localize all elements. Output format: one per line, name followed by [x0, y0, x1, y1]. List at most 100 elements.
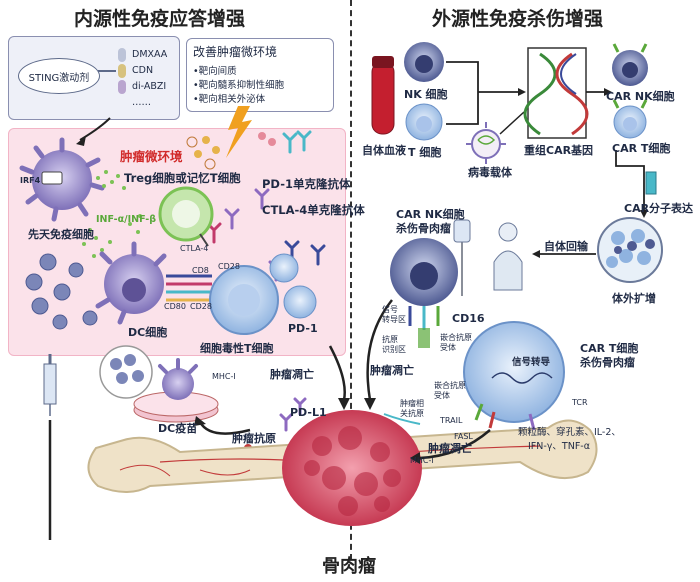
arrowhead	[518, 88, 526, 96]
gene-label: 重组CAR基因	[524, 144, 594, 157]
drug-more: ……	[132, 97, 151, 108]
section-divider	[350, 0, 352, 560]
pdl1-label: PD-L1	[290, 406, 327, 419]
signal-region-label-2: 转导区	[382, 315, 406, 324]
cd80-label: CD80	[164, 302, 186, 311]
blood-tube	[371, 56, 395, 135]
reinfusion-label: 自体回输	[544, 240, 588, 253]
ctla4-antibody-label: CTLA-4单克隆抗体	[262, 203, 365, 217]
connector-cells	[446, 61, 518, 125]
innate-immune-cell	[19, 137, 105, 222]
arrow-nk-to-tumor	[366, 299, 393, 401]
dc-cell-label: DC细胞	[128, 326, 168, 339]
lightning-icon	[226, 106, 252, 158]
pd1-label: PD-1	[288, 322, 318, 335]
arrowhead	[76, 136, 86, 146]
cd16-label: CD16	[452, 312, 485, 325]
arrowhead	[532, 250, 540, 258]
arrowhead	[604, 88, 612, 96]
capsule-icon	[118, 80, 126, 94]
cd28-label-bottom: CD28	[190, 302, 212, 311]
arrowhead	[338, 398, 350, 410]
small-t-cells	[269, 253, 317, 319]
trail-label: TRAIL	[440, 416, 463, 425]
arrow-left-apoptosis	[328, 345, 346, 401]
arrowhead	[364, 398, 376, 410]
capsule-icon	[118, 48, 126, 62]
dc-cell	[95, 241, 167, 325]
interferon-dots	[82, 170, 142, 258]
left-section-title: 内源性免疫应答增强	[74, 8, 246, 30]
exosome-particles	[186, 132, 276, 170]
treg-label: Treg细胞或记忆T细胞	[124, 171, 241, 185]
signal-transduction-label: 信号转导	[512, 357, 551, 368]
irf4-label: IRF4	[20, 176, 41, 185]
mhc-label-right: MHC-I	[410, 456, 434, 465]
improve-tme-box: 改善肿瘤微环境 •靶向间质 •靶向髓系抑制性细胞 •靶向相关外泌体	[186, 38, 334, 112]
arrow-sting-to-innate	[79, 117, 111, 141]
car-t-kill-label-2: 杀伤骨肉瘤	[580, 356, 635, 369]
car-t-kill-label-1: CAR T细胞	[580, 342, 639, 355]
pd1-antibody-label: PD-1单克隆抗体	[262, 177, 351, 191]
virus-label: 病毒载体	[468, 166, 512, 179]
car-t-cell	[612, 99, 648, 139]
signal-region-label-1: 信号	[382, 305, 398, 314]
arrowhead	[410, 452, 420, 464]
apoptosis-label-right-2: 肿瘤凋亡	[428, 442, 472, 455]
right-section-title: 外源性免疫杀伤增强	[432, 8, 604, 30]
capsule-icon	[118, 64, 126, 78]
receptor-bars	[166, 274, 212, 302]
sting-connector	[98, 70, 116, 72]
tme-title: 肿瘤微环境	[120, 149, 183, 164]
chimeric2-label-1: 嵌合抗原	[434, 381, 466, 390]
viral-vector-icon	[466, 122, 506, 164]
sting-agonist-label: STING激动剂	[18, 58, 100, 94]
osteosarcoma-tumor	[282, 410, 422, 526]
car-nk-kill-label-1: CAR NK细胞	[396, 208, 465, 221]
cd8-label: CD8	[192, 266, 209, 275]
dc-vaccine-label: DC疫苗	[158, 422, 198, 435]
expansion-dish	[597, 217, 663, 283]
tumor-cells-left	[25, 253, 98, 330]
car-expression-label: CAR分子表达	[624, 202, 694, 215]
apoptosis-label-left: 肿瘤凋亡	[270, 368, 314, 381]
dc-vaccine-dish	[133, 358, 219, 423]
fasl-label: FASL	[454, 432, 473, 441]
blood-label: 自体血液	[362, 144, 406, 157]
dna-icon	[523, 47, 589, 139]
car-molecule-icon	[645, 171, 657, 195]
improve-item: •靶向髓系抑制性细胞	[193, 80, 285, 91]
improve-item: •靶向相关外泌体	[193, 94, 266, 105]
expansion-label: 体外扩增	[612, 292, 656, 305]
pdl1-antibodies	[279, 397, 307, 432]
improve-tme-title: 改善肿瘤微环境	[193, 45, 278, 59]
osteosarcoma-title: 骨肉瘤	[322, 556, 376, 577]
cytokines-label-1: 颗粒酶、穿孔素、IL-2、	[518, 427, 621, 438]
chimeric-label-2: 受体	[440, 343, 456, 352]
syringe-icon	[43, 354, 57, 416]
drug-di-abzi: di-ABZI	[132, 81, 167, 92]
chimeric-label-1: 嵌合抗原	[440, 333, 472, 342]
arrow-to-dc-vaccine	[198, 421, 251, 435]
innate-cell-label: 先天免疫细胞	[28, 228, 94, 241]
zoom-circle	[99, 345, 153, 399]
t-cell	[405, 103, 443, 141]
interferon-label: INF-α/INF-β	[96, 214, 157, 225]
apoptosis-label-right-1: 肿瘤凋亡	[370, 364, 414, 377]
car-nk-kill-label-2: 杀伤骨肉瘤	[396, 222, 451, 235]
car-t-label: CAR T细胞	[612, 142, 671, 155]
t-label: T 细胞	[408, 146, 442, 159]
ctl-label: 细胞毒性T细胞	[200, 342, 274, 355]
tumor-ag-label-2: 关抗原	[400, 409, 424, 418]
cd28-label-top: CD28	[218, 262, 240, 271]
zoom-cells	[110, 354, 144, 384]
tumor-antigen-label: 肿瘤抗原	[232, 432, 276, 445]
cytotoxic-t-cell	[209, 265, 279, 335]
arrowhead	[194, 416, 206, 426]
arrow-t-to-tumor	[419, 429, 491, 460]
nk-label: NK 细胞	[404, 88, 448, 101]
virus-connector	[499, 111, 525, 135]
patient-icon	[453, 219, 523, 296]
antigen-region-label-1: 抗原	[382, 335, 398, 344]
